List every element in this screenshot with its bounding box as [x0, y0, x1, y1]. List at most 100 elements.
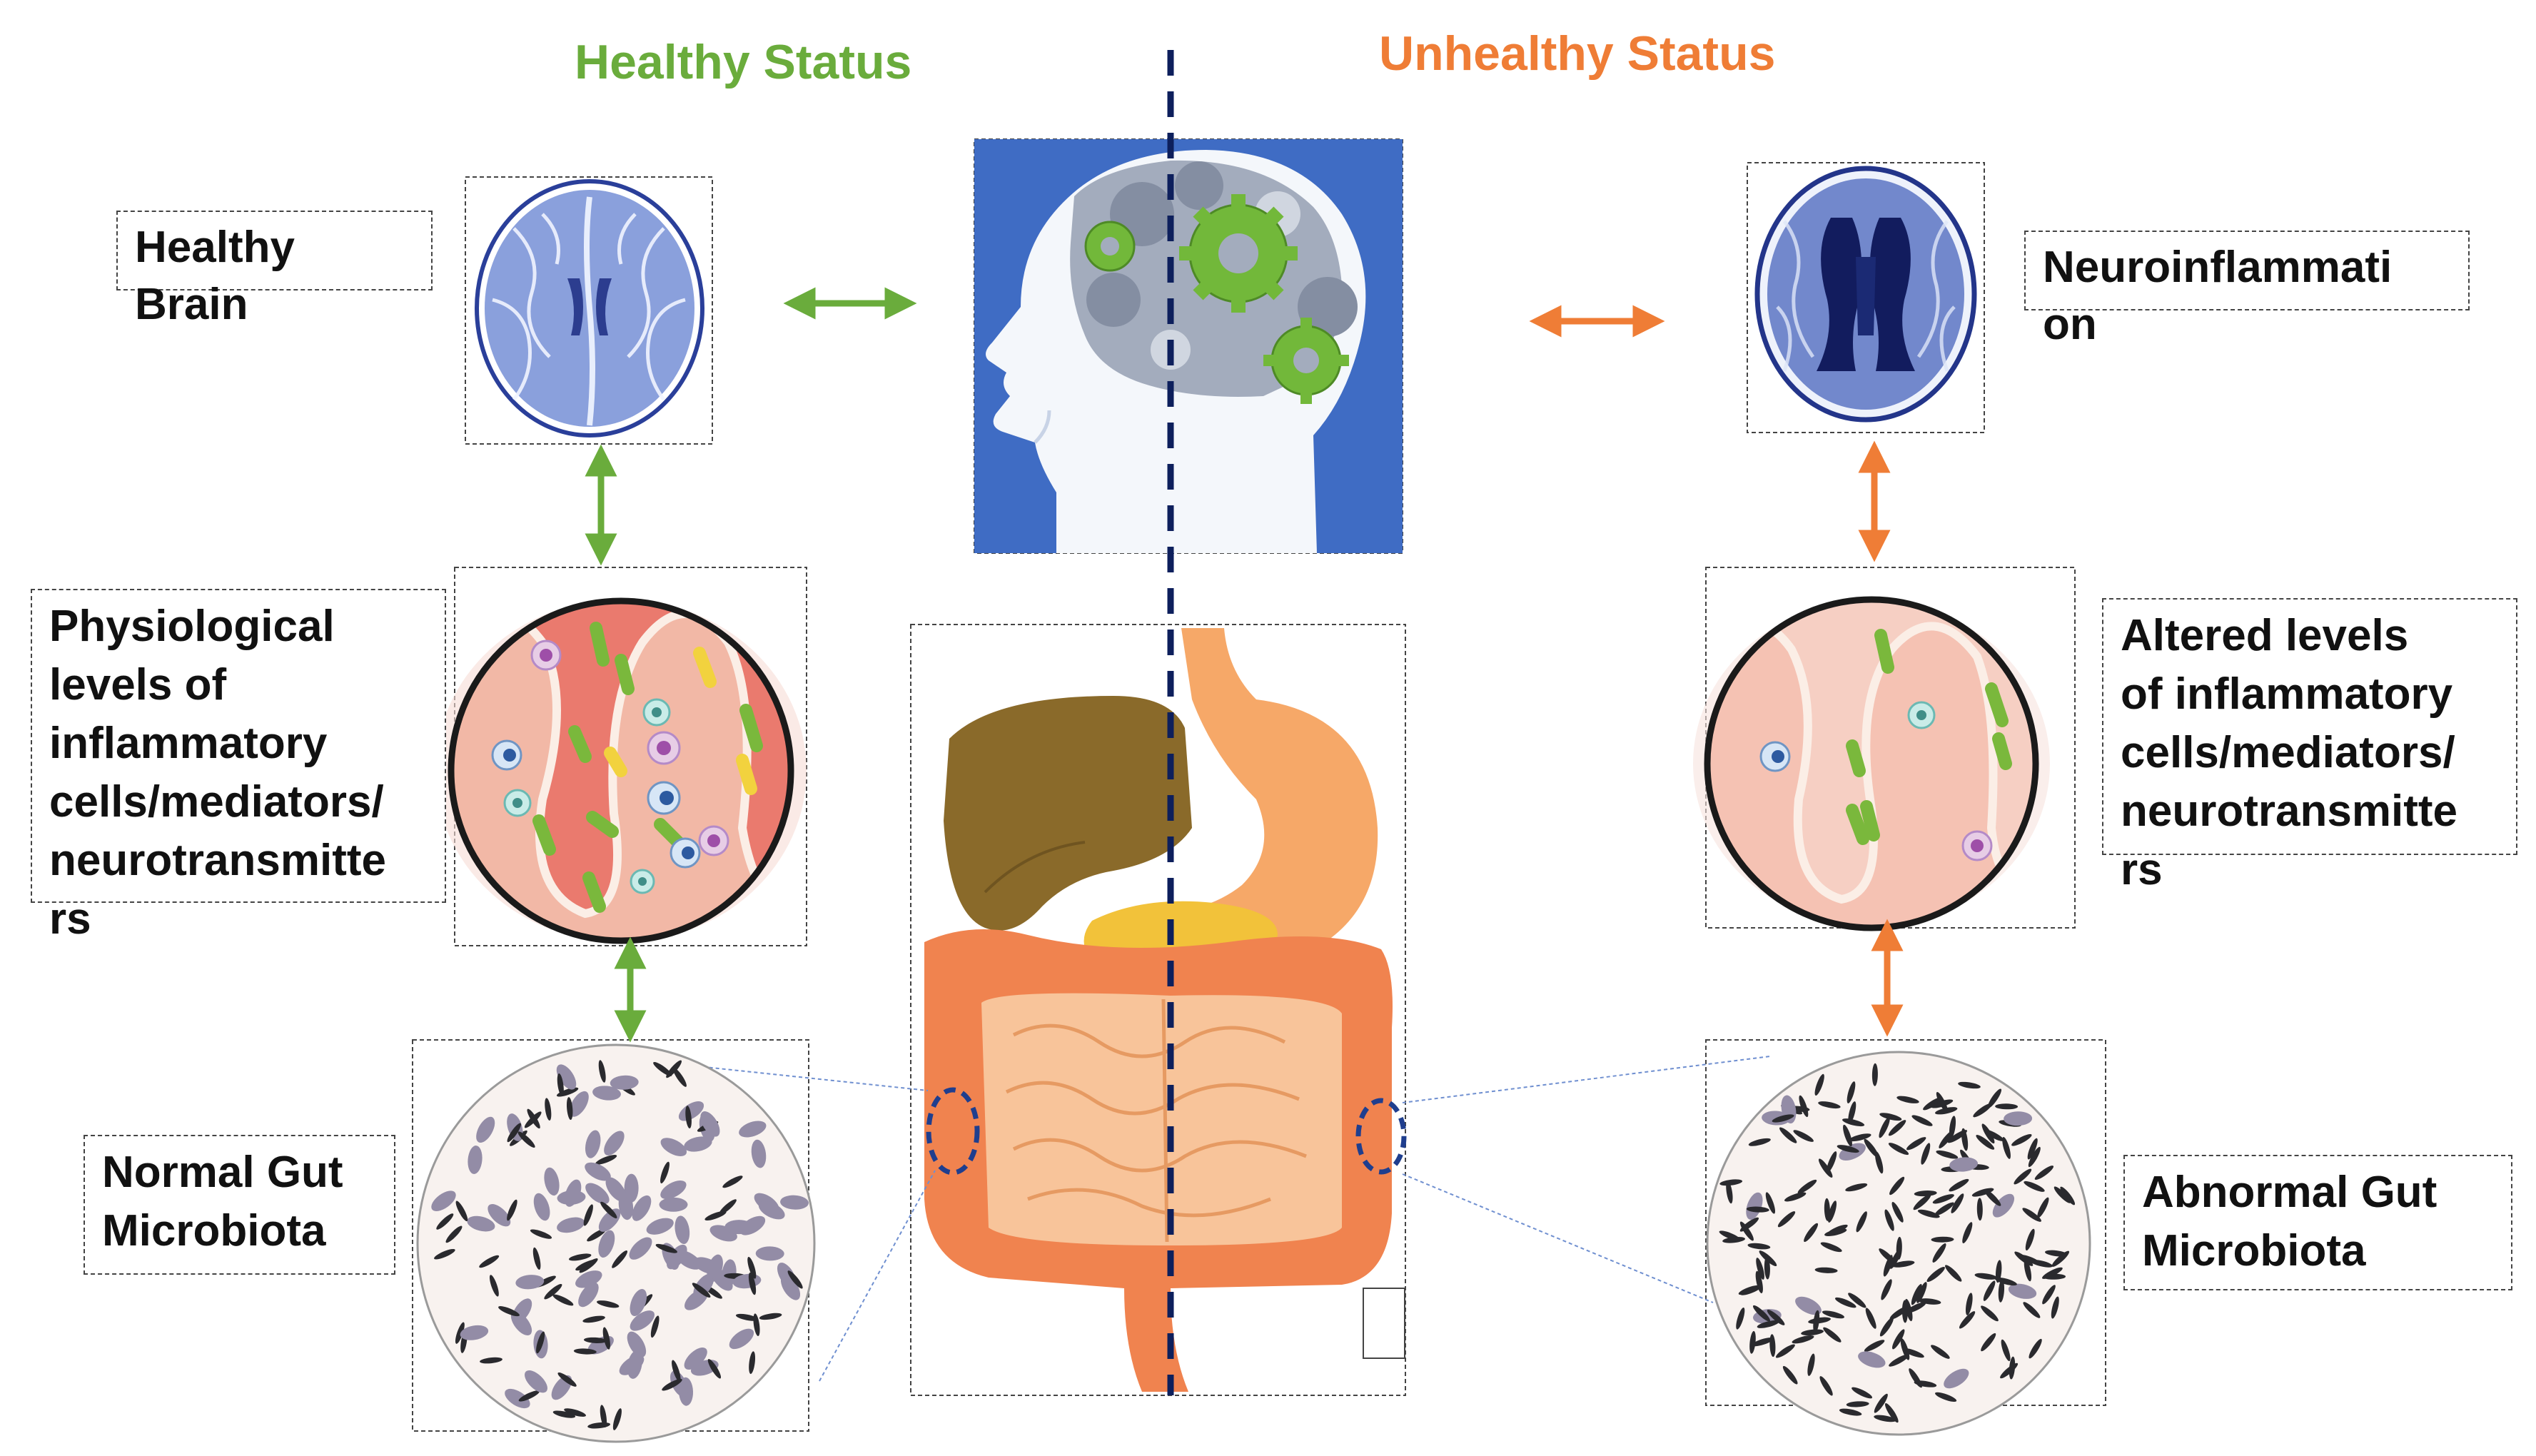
microbe	[787, 1270, 803, 1289]
microbe	[1917, 1209, 1940, 1218]
microbe	[569, 1091, 589, 1117]
microbe	[1784, 1192, 1807, 1202]
microbe	[517, 1131, 535, 1148]
microbe	[1932, 1243, 1946, 1263]
microbe	[670, 1370, 689, 1397]
microbe	[1769, 1334, 1776, 1358]
microbe	[2018, 1254, 2040, 1265]
microbe	[583, 1337, 607, 1343]
microbe	[1889, 1354, 1909, 1367]
microbe	[1871, 1063, 1878, 1086]
microbe	[1945, 1265, 1962, 1282]
microbe	[598, 1060, 606, 1083]
microbe	[1889, 1176, 1905, 1195]
microbe	[489, 1275, 499, 1297]
unhealthy-status-title: Unhealthy Status	[1379, 26, 1776, 81]
microbe	[1808, 1317, 1831, 1324]
microbe	[1959, 1311, 1976, 1329]
microbe	[1782, 1365, 1798, 1385]
microbe	[1965, 1293, 1973, 1315]
microbe	[2028, 1146, 2041, 1168]
microbe	[1843, 1124, 1852, 1147]
microbe	[655, 1243, 677, 1253]
microbe	[587, 1228, 607, 1242]
microbe	[685, 1106, 692, 1129]
microbe	[627, 1331, 647, 1358]
microbe	[662, 1378, 682, 1391]
intestinal-wall-unhealthy-icon	[1693, 596, 2050, 931]
microbe	[530, 1229, 552, 1239]
microbe	[1888, 1120, 1906, 1136]
microbe	[578, 1282, 599, 1308]
microbe	[650, 1315, 660, 1338]
microbe	[1818, 1158, 1833, 1178]
microbe	[759, 1313, 782, 1320]
microbe	[552, 1294, 574, 1306]
microbe	[1971, 1188, 1994, 1197]
microbe	[672, 1360, 681, 1382]
microbe	[1976, 1135, 1995, 1150]
microbe	[1911, 1283, 1922, 1305]
microbe	[532, 1247, 541, 1270]
microbe	[1814, 1267, 1838, 1273]
microbe	[568, 1253, 592, 1261]
microbe	[722, 1176, 743, 1188]
microbe	[1856, 1211, 1867, 1233]
microbe	[1913, 1194, 1931, 1210]
microbe	[2053, 1186, 2071, 1203]
microbe	[600, 1201, 617, 1219]
microbe	[557, 1372, 577, 1387]
microbe	[749, 1351, 756, 1375]
microbe	[431, 1190, 456, 1211]
microbe	[755, 1246, 784, 1261]
microbe	[2043, 1273, 2066, 1280]
microbe	[684, 1136, 712, 1152]
microbe	[604, 1131, 625, 1156]
microbe	[1936, 1150, 1959, 1159]
microbe	[751, 1139, 767, 1168]
microbe	[585, 1130, 601, 1158]
microbe	[1793, 1130, 1814, 1142]
microbe	[1914, 1190, 1937, 1197]
microbe	[1981, 1123, 1995, 1144]
microbe	[1987, 1088, 2002, 1108]
microbe	[1801, 1329, 1824, 1336]
microbe	[1749, 1330, 1756, 1354]
microbe	[653, 1061, 672, 1076]
microbe	[536, 1331, 545, 1354]
microbe	[1923, 1097, 1943, 1111]
microbe	[724, 1220, 754, 1235]
microbe	[700, 1111, 720, 1137]
microbe	[2060, 1186, 2076, 1205]
microbe	[1905, 1302, 1926, 1314]
gut-frame	[910, 624, 1406, 1396]
microbe	[1864, 1138, 1879, 1158]
microbe	[2004, 1111, 2033, 1126]
microbe	[1757, 1320, 1779, 1328]
microbe	[780, 1195, 809, 1210]
microbe	[1995, 1103, 2019, 1110]
microbe	[660, 1161, 670, 1184]
microbe	[1921, 1143, 1931, 1165]
microbe	[1775, 1344, 1795, 1358]
microbe	[729, 1328, 754, 1350]
microbe	[1976, 1198, 1983, 1221]
microbe	[515, 1275, 545, 1290]
microbe	[605, 1177, 627, 1202]
microbe	[1804, 1223, 1819, 1243]
microbe	[1879, 1317, 1894, 1337]
microbe	[1767, 1309, 1785, 1325]
microbe	[1746, 1192, 1763, 1220]
microbe	[585, 1183, 610, 1205]
microbe	[747, 1256, 757, 1279]
microbe	[1846, 1401, 1869, 1407]
microbe	[1889, 1248, 1901, 1269]
microbe	[1981, 1333, 1996, 1352]
microbe	[1736, 1307, 1745, 1330]
unhealthy-mri-frame	[1747, 162, 1985, 433]
microbe	[1973, 1103, 1992, 1118]
microbe	[1752, 1305, 1771, 1322]
normal-microbiota-icon	[416, 1043, 816, 1443]
microbe	[735, 1313, 759, 1321]
